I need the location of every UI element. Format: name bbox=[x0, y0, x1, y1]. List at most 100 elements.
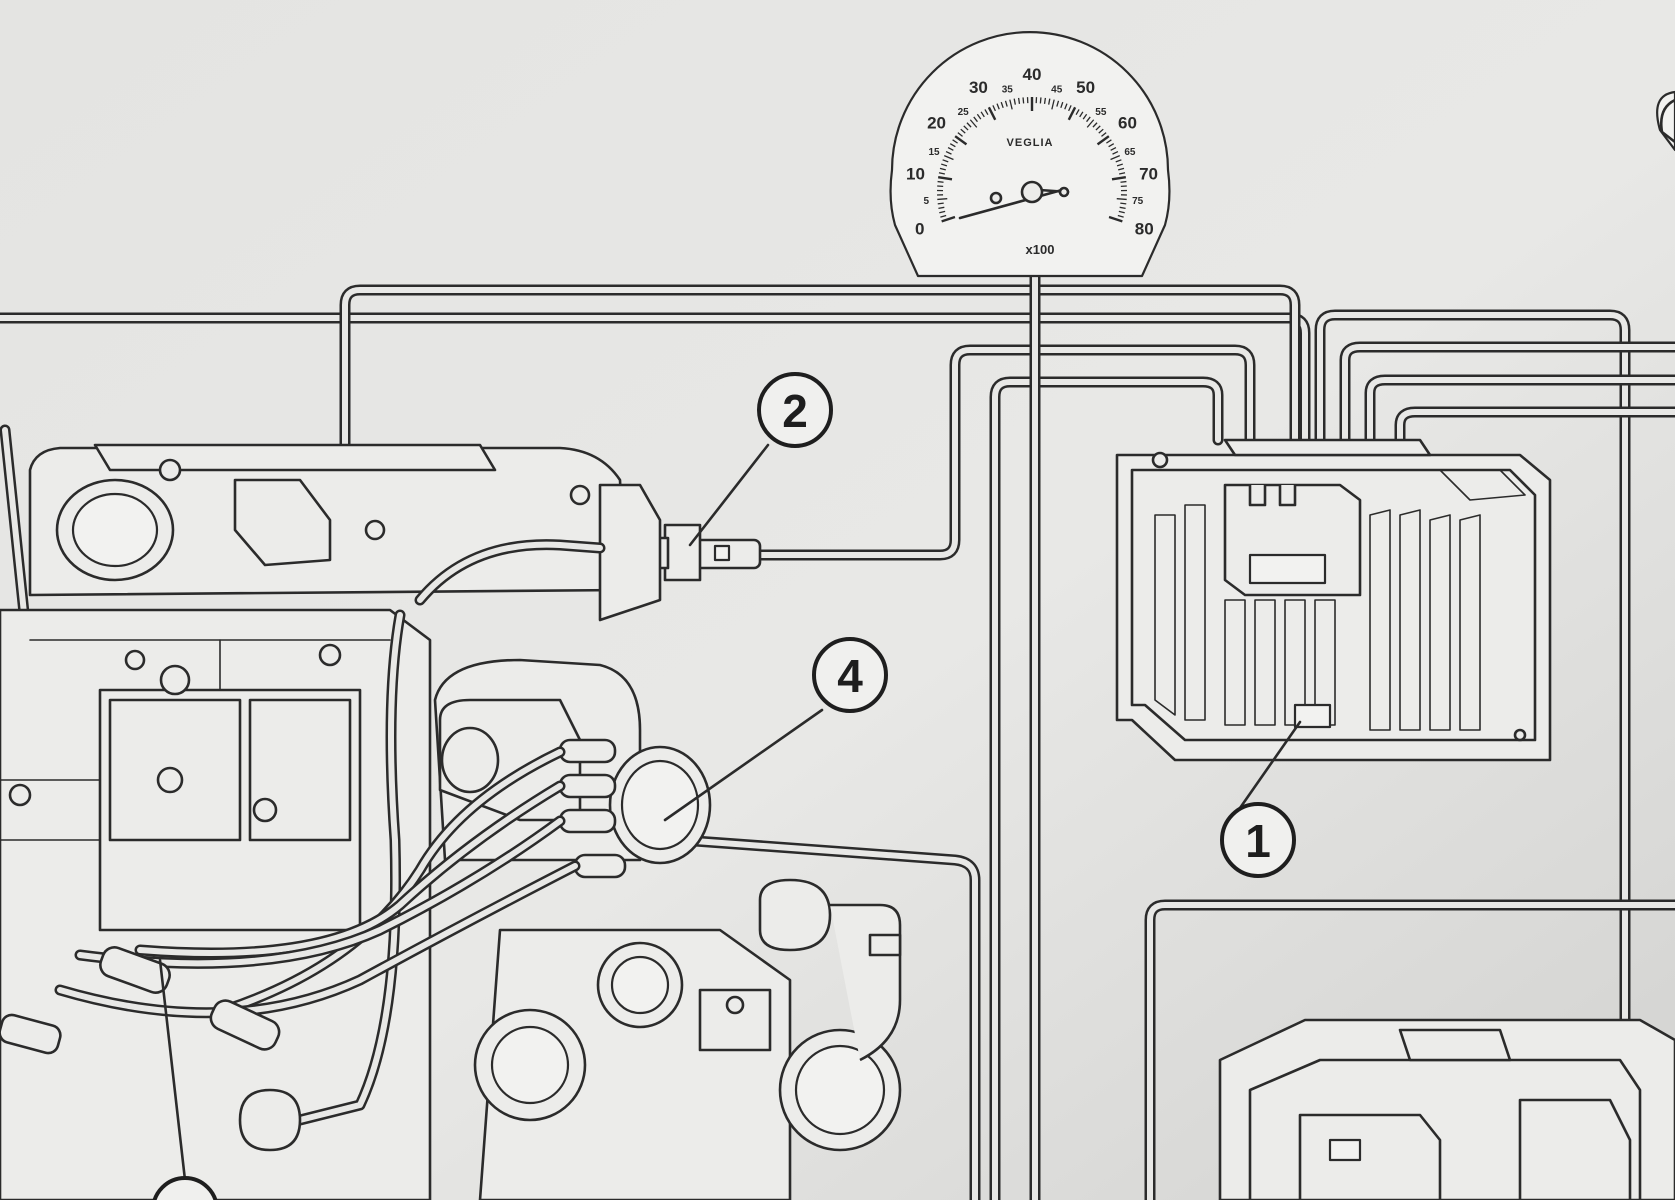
tachometer-tick bbox=[1075, 109, 1080, 116]
tachometer-tick bbox=[973, 116, 978, 123]
tachometer-tick bbox=[1060, 101, 1064, 109]
tachometer-label: 30 bbox=[969, 78, 988, 97]
tachometer-tick bbox=[937, 202, 944, 205]
tachometer-label: 35 bbox=[1002, 84, 1014, 95]
tachometer-tick bbox=[1051, 99, 1055, 110]
callout-partial bbox=[152, 1176, 218, 1200]
tachometer-label: 25 bbox=[958, 107, 970, 118]
tachometer-tick bbox=[937, 180, 944, 183]
second-gauge-partial bbox=[1656, 90, 1675, 152]
tachometer-tick bbox=[1079, 111, 1084, 118]
tachometer-tick bbox=[954, 135, 968, 146]
tachometer-tick bbox=[1116, 163, 1123, 167]
tachometer-tick bbox=[1095, 125, 1101, 131]
tachometer-label: 45 bbox=[1051, 84, 1063, 95]
tachometer-tick bbox=[1106, 139, 1112, 144]
tachometer-tick bbox=[938, 206, 945, 209]
wiring-harness bbox=[0, 266, 1675, 1200]
tachometer-tick bbox=[1118, 210, 1125, 214]
tachometer-tick bbox=[1096, 135, 1110, 146]
tachometer-tick bbox=[1119, 206, 1126, 209]
tachometer-tick bbox=[943, 155, 954, 161]
bottom-right-component bbox=[1218, 1018, 1675, 1200]
tachometer-tick bbox=[1082, 113, 1088, 120]
tachometer-tick bbox=[1067, 106, 1077, 121]
tachometer-face bbox=[889, 30, 1171, 278]
tachometer-tick bbox=[957, 132, 963, 137]
tachometer-tick bbox=[937, 198, 948, 201]
tachometer-tick bbox=[952, 139, 958, 144]
tachometer-tick bbox=[992, 105, 996, 112]
tachometer-label: 50 bbox=[1076, 78, 1095, 97]
tachometer-tick bbox=[1101, 132, 1107, 137]
tachometer-tick bbox=[1017, 97, 1021, 104]
tachometer-needle bbox=[958, 188, 1064, 220]
tachometer-tick bbox=[1120, 180, 1127, 183]
tachometer-tick bbox=[1112, 150, 1119, 155]
ecu-control-unit bbox=[1115, 438, 1552, 762]
tachometer-tick bbox=[942, 159, 949, 163]
tachometer-tick bbox=[1119, 172, 1126, 175]
callout-4: 4 bbox=[812, 637, 888, 713]
needle-hub bbox=[1020, 180, 1044, 204]
tachometer-tick bbox=[1086, 119, 1095, 128]
tachometer-unit: x100 bbox=[1026, 242, 1055, 257]
tachometer-tick bbox=[1009, 99, 1013, 110]
tachometer-label: 65 bbox=[1124, 147, 1136, 158]
callout-2-label: 2 bbox=[782, 385, 808, 437]
tachometer-tick bbox=[949, 143, 956, 148]
tachometer-tick bbox=[963, 125, 969, 131]
tachometer-label: 75 bbox=[1132, 196, 1144, 207]
tachometer-brand: VEGLIA bbox=[1007, 137, 1054, 149]
tachometer-tick bbox=[1022, 97, 1025, 104]
tachometer-tick bbox=[976, 113, 982, 120]
tachometer-label: 10 bbox=[906, 164, 925, 183]
tachometer-tick bbox=[1013, 98, 1016, 105]
tachometer-tick bbox=[1110, 146, 1117, 151]
tachometer-tick bbox=[1004, 100, 1008, 107]
tachometer-tick bbox=[947, 146, 954, 151]
tachometer-tick bbox=[941, 215, 956, 223]
tachometer-tick bbox=[939, 210, 946, 214]
tachometer-tick bbox=[969, 119, 978, 128]
tachometer-tick bbox=[1056, 100, 1060, 107]
callout-4-label: 4 bbox=[837, 650, 863, 702]
tachometer-label: 0 bbox=[915, 219, 924, 238]
tachometer-tick bbox=[1116, 198, 1127, 201]
tachometer-tick bbox=[966, 122, 972, 128]
ignition-distributor bbox=[0, 658, 712, 1055]
tachometer-label: 40 bbox=[1023, 65, 1042, 84]
tachometer-tick bbox=[980, 111, 985, 118]
tachometer-tick bbox=[1108, 143, 1115, 148]
tachometer-tick bbox=[1115, 159, 1122, 163]
tachometer-tick bbox=[1092, 122, 1098, 128]
tachometer-tick bbox=[987, 106, 997, 121]
tachometer-tick bbox=[945, 150, 952, 155]
tachometer-tick bbox=[937, 175, 953, 181]
tachometer-tick bbox=[1117, 214, 1124, 218]
tachometer-label: 60 bbox=[1118, 114, 1137, 133]
engine-block bbox=[0, 443, 662, 1200]
tachometer-tick bbox=[996, 103, 1000, 110]
tachometer-label: 15 bbox=[929, 147, 941, 158]
tachometer-tick bbox=[984, 109, 989, 116]
tachometer-tick bbox=[1039, 97, 1042, 104]
tachometer-tick bbox=[960, 128, 966, 134]
tachometer-tick bbox=[939, 167, 946, 171]
tachometer-tick bbox=[1120, 202, 1127, 205]
tachometer-tick bbox=[1110, 155, 1121, 161]
tachometer-tick bbox=[1108, 215, 1123, 223]
tachometer-tick bbox=[1098, 128, 1104, 134]
tachometer-tick bbox=[938, 172, 945, 175]
callout-2: 2 bbox=[757, 372, 833, 448]
tachometer-tick bbox=[1111, 175, 1127, 181]
tachometer-label: 55 bbox=[1095, 107, 1107, 118]
tachometer-tick bbox=[1068, 105, 1072, 112]
tachometer-tick bbox=[1086, 116, 1091, 123]
tachometer-tick bbox=[941, 163, 948, 167]
tachometer-label: 20 bbox=[927, 114, 946, 133]
tachometer-ticks bbox=[937, 97, 1127, 223]
